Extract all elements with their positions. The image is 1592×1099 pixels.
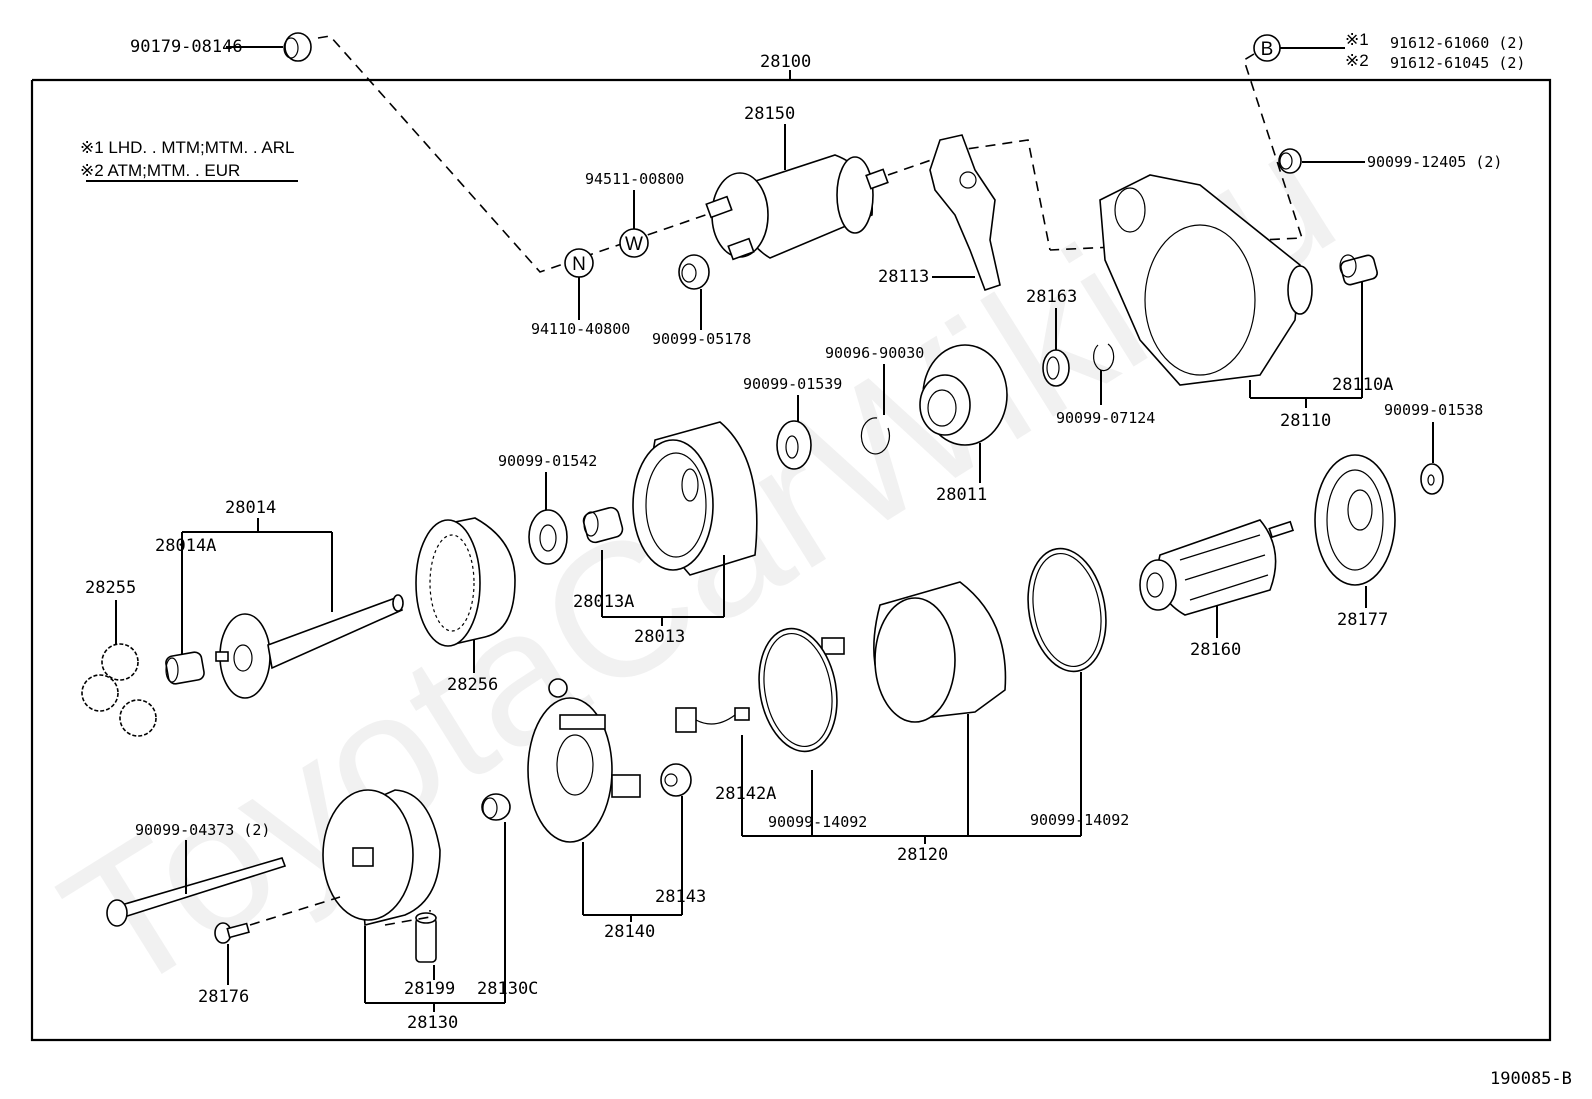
washer-90099-01538[interactable]: [1420, 463, 1444, 495]
label-90099-01542[interactable]: 90099-01542: [498, 452, 597, 470]
assembly-frame: [30, 78, 1552, 1042]
screw-28176[interactable]: [214, 922, 250, 944]
bolt-b-opt2-part[interactable]: 91612-61045 (2): [1390, 54, 1525, 72]
bushing-28013A[interactable]: [582, 506, 625, 544]
nut-90099-12405[interactable]: [1278, 148, 1302, 174]
svg-text:N: N: [572, 254, 586, 275]
washer-90099-01539[interactable]: [776, 420, 812, 470]
label-90099-14092-b[interactable]: 90099-14092: [1030, 811, 1129, 829]
bolt-b-opt2-mark: ※2: [1345, 51, 1369, 70]
label-90099-01539[interactable]: 90099-01539: [743, 375, 842, 393]
label-90099-14092-a[interactable]: 90099-14092: [768, 813, 867, 831]
housing-28013[interactable]: [632, 421, 758, 576]
label-28013[interactable]: 28013: [634, 627, 685, 647]
bolt-b-opt1-mark: ※1: [1345, 30, 1369, 49]
planet-gears-28255[interactable]: [81, 643, 157, 737]
note-2: ※2 ATM;MTM. . EUR: [80, 161, 240, 180]
label-28140[interactable]: 28140: [604, 922, 655, 942]
drawing-code: 190085-B: [1490, 1069, 1572, 1089]
note-1: ※1 LHD. . MTM;MTM. . ARL: [80, 138, 294, 157]
label-90099-05178[interactable]: 90099-05178: [652, 330, 751, 348]
label-94511-00800[interactable]: 94511-00800: [585, 170, 684, 188]
bolt-b-opt1-part[interactable]: 91612-61060 (2): [1390, 34, 1525, 52]
armature-28160[interactable]: [1139, 519, 1295, 616]
end-frame-28130[interactable]: [322, 789, 441, 927]
label-28014A[interactable]: 28014A: [155, 536, 216, 556]
housing-28110[interactable]: [1099, 174, 1313, 386]
o-ring-90099-14092-b[interactable]: [1019, 542, 1115, 677]
snap-ring-90099-07124[interactable]: [1093, 343, 1115, 372]
label-28150[interactable]: 28150: [744, 104, 795, 124]
nut-90179-08146[interactable]: [283, 32, 312, 62]
label-90099-12405[interactable]: 90099-12405 (2): [1367, 153, 1502, 171]
label-28113[interactable]: 28113: [878, 267, 929, 287]
label-28176[interactable]: 28176: [198, 987, 249, 1007]
bushing-28014A[interactable]: [165, 651, 205, 685]
washer-symbol-w[interactable]: W: [619, 228, 649, 258]
assembly-part-number[interactable]: 28100: [760, 52, 811, 72]
label-90099-04373[interactable]: 90099-04373 (2): [135, 821, 270, 839]
lever-28113[interactable]: [929, 134, 1001, 292]
brush-holder-28140[interactable]: [527, 678, 641, 843]
o-ring-90099-14092-a[interactable]: [750, 622, 846, 757]
solenoid-28150[interactable]: [705, 154, 889, 261]
bolt-b-symbol[interactable]: B: [1253, 34, 1281, 62]
label-90099-07124[interactable]: 90099-07124: [1056, 409, 1155, 427]
spring-28143[interactable]: [660, 763, 692, 797]
label-28130[interactable]: 28130: [407, 1013, 458, 1033]
label-28014[interactable]: 28014: [225, 498, 276, 518]
label-28199[interactable]: 28199: [404, 979, 455, 999]
dash-line-solenoid-to-lever: [887, 139, 1051, 251]
planetary-shaft-28014[interactable]: [215, 594, 404, 699]
label-28110[interactable]: 28110: [1280, 411, 1331, 431]
label-28013A[interactable]: 28013A: [573, 592, 634, 612]
label-28143[interactable]: 28143: [655, 887, 706, 907]
svg-text:W: W: [625, 234, 643, 255]
clutch-28011[interactable]: [919, 344, 1008, 446]
label-94110-40800[interactable]: 94110-40800: [531, 320, 630, 338]
label-28163[interactable]: 28163: [1026, 287, 1077, 307]
plate-28177[interactable]: [1314, 454, 1396, 586]
plug-28199[interactable]: [415, 912, 437, 963]
label-28142A[interactable]: 28142A: [715, 784, 776, 804]
label-90096-90030[interactable]: 90096-90030: [825, 344, 924, 362]
label-90179-08146[interactable]: 90179-08146: [130, 37, 243, 57]
through-bolt-90099-04373[interactable]: [106, 857, 287, 927]
grommet-90099-05178[interactable]: [678, 254, 710, 290]
label-90099-01538[interactable]: 90099-01538: [1384, 401, 1483, 419]
label-28256[interactable]: 28256: [447, 675, 498, 695]
label-28110A[interactable]: 28110A: [1332, 375, 1393, 395]
snap-ring-90096-90030[interactable]: [860, 417, 890, 455]
ring-gear-28256[interactable]: [415, 517, 516, 647]
washer-90099-01542[interactable]: [528, 509, 568, 565]
label-28177[interactable]: 28177: [1337, 610, 1388, 630]
label-28255[interactable]: 28255: [85, 578, 136, 598]
label-28120[interactable]: 28120: [897, 845, 948, 865]
label-28160[interactable]: 28160: [1190, 640, 1241, 660]
svg-text:B: B: [1261, 39, 1274, 60]
label-28130C[interactable]: 28130C: [477, 979, 538, 999]
yoke-28120[interactable]: [821, 581, 1007, 723]
nut-symbol-n[interactable]: N: [564, 248, 594, 278]
label-28011[interactable]: 28011: [936, 485, 987, 505]
bushing-28110A[interactable]: [1339, 254, 1378, 286]
brush-28142A[interactable]: [675, 707, 750, 733]
bearing-28163[interactable]: [1042, 349, 1070, 387]
bushing-28130C[interactable]: [481, 793, 511, 821]
dash-line-nut-to-solenoid: [317, 35, 721, 273]
